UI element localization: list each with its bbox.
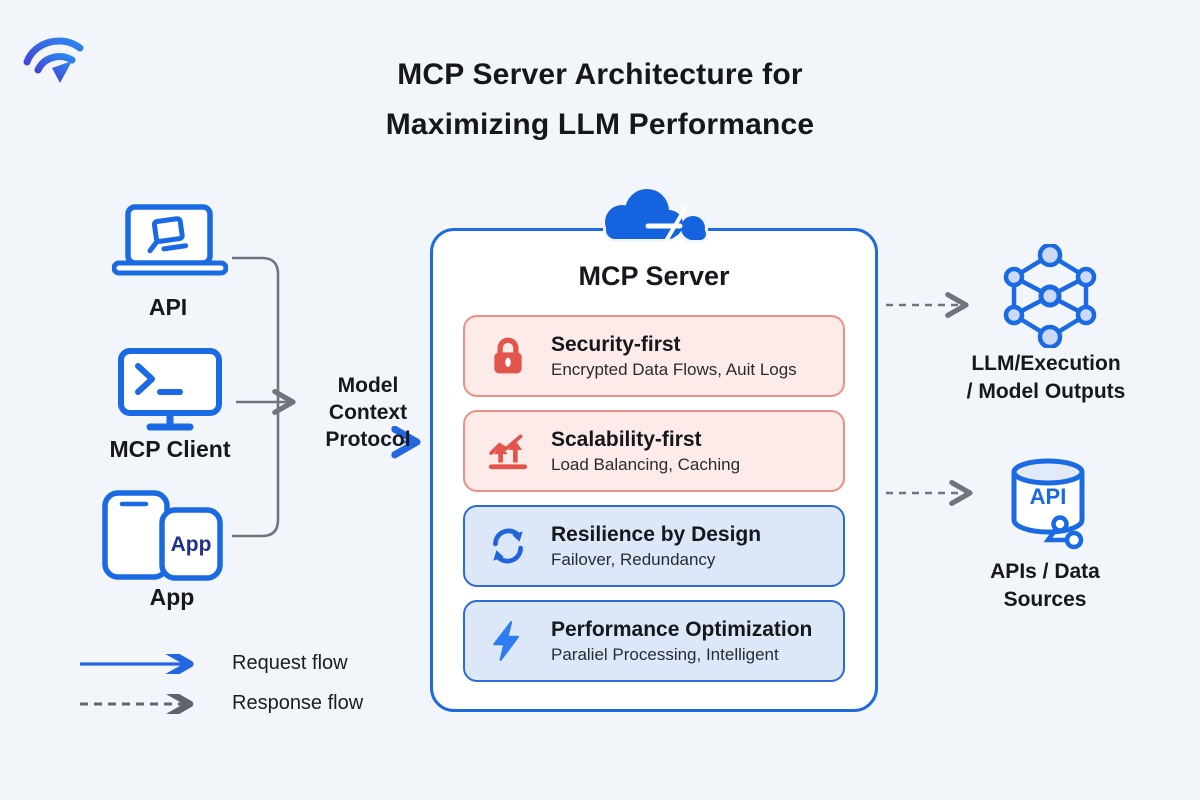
output-label-llm: LLM/Execution / Model Outputs	[946, 350, 1146, 406]
card-security-first: Security-first Encrypted Data Flows, Aui…	[463, 315, 845, 397]
growth-arrows-icon	[488, 434, 528, 470]
laptop-terminal-icon	[112, 204, 228, 276]
neural-network-icon	[1003, 244, 1097, 348]
sync-icon	[493, 528, 523, 564]
mcp-server-title: MCP Server	[578, 261, 730, 291]
output-label-apis: APIs / Data Sources	[955, 558, 1135, 614]
page-title-line2: Maximizing LLM Performance	[385, 108, 815, 141]
card-resilience: Resilience by Design Failover, Redundanc…	[463, 505, 845, 587]
legend-request-flow: Request flow	[78, 652, 348, 675]
protocol-label-line3: Protocol	[325, 428, 411, 451]
legend-request-label: Request flow	[232, 652, 348, 674]
card-title: Performance Optimization	[551, 618, 813, 641]
card-subtitle: Failover, Redundancy	[551, 550, 716, 569]
monitor-terminal-icon	[118, 348, 222, 431]
cloud-icon	[602, 186, 708, 243]
lightning-icon	[493, 621, 520, 661]
page-title-line1: MCP Server Architecture for	[397, 58, 803, 91]
page-title: MCP Server Architecture for Maximizing L…	[0, 50, 1200, 150]
protocol-label: Model Context Protocol	[300, 372, 436, 453]
card-performance: Performance Optimization Paraliel Proces…	[463, 600, 845, 682]
output-label-llm-line2: / Model Outputs	[966, 380, 1126, 403]
client-label-app: App	[149, 584, 195, 610]
database-api-text: API	[1030, 484, 1067, 509]
client-label-mcp-client: MCP Client	[109, 436, 231, 462]
card-title: Resilience by Design	[551, 523, 762, 546]
protocol-label-line1: Model	[337, 374, 399, 397]
card-subtitle: Load Balancing, Caching	[551, 455, 741, 474]
card-scalability-first: Scalability-first Load Balancing, Cachin…	[463, 410, 845, 492]
card-subtitle: Paraliel Processing, Intelligent	[551, 645, 779, 664]
output-label-apis-line2: Sources	[1003, 588, 1087, 611]
response-flow-arrow-icon	[80, 694, 208, 714]
lock-icon	[494, 337, 522, 374]
dual-phones-icon: App	[102, 490, 223, 581]
card-title: Security-first	[551, 333, 681, 356]
client-label-api: API	[148, 294, 188, 320]
database-api-icon: API	[1011, 458, 1085, 550]
mcp-server-box: MCP Server Security-first Encrypted Data…	[430, 228, 878, 712]
protocol-label-line2: Context	[328, 401, 408, 424]
output-label-llm-line1: LLM/Execution	[971, 352, 1121, 375]
output-label-apis-line1: APIs / Data	[990, 560, 1100, 583]
request-flow-arrow-icon	[80, 654, 208, 674]
card-title: Scalability-first	[551, 428, 702, 451]
legend-response-label: Response flow	[232, 692, 364, 714]
card-subtitle: Encrypted Data Flows, Auit Logs	[551, 360, 797, 379]
wifi-arrow-logo-icon	[23, 37, 84, 83]
phone-screen-text: App	[171, 533, 212, 556]
legend-response-flow: Response flow	[78, 692, 363, 715]
